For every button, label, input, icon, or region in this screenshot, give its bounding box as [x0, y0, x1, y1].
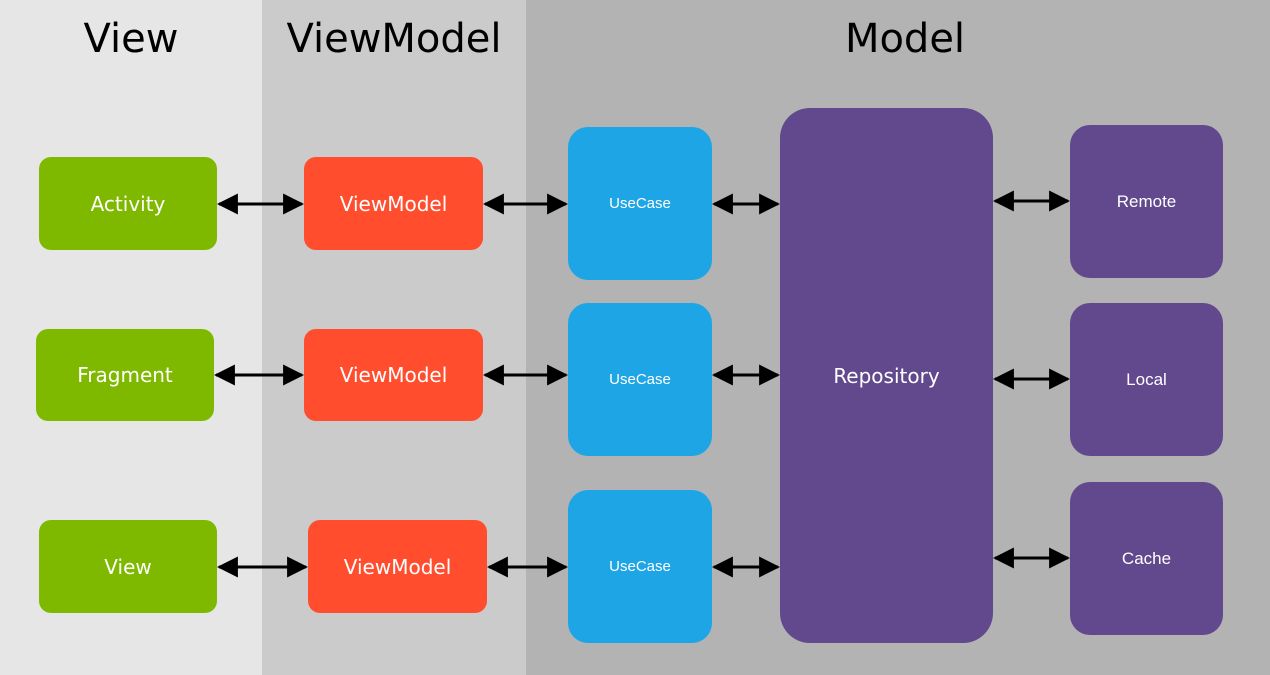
view-node: View [39, 520, 217, 613]
local-node: Local [1070, 303, 1223, 456]
view-lane-title: View [83, 16, 179, 62]
viewmodel-lane-title: ViewModel [286, 16, 502, 62]
usecase-node-2: UseCase [568, 303, 712, 456]
activity-node: Activity [39, 157, 217, 250]
usecase-node-1: UseCase [568, 127, 712, 280]
model-lane-title: Model [844, 16, 966, 62]
usecase-node-3: UseCase [568, 490, 712, 643]
cache-node: Cache [1070, 482, 1223, 635]
viewmodel-node-3: ViewModel [308, 520, 487, 613]
viewmodel-node-2: ViewModel [304, 329, 483, 421]
remote-node: Remote [1070, 125, 1223, 278]
repository-node: Repository [780, 108, 993, 643]
viewmodel-node-1: ViewModel [304, 157, 483, 250]
fragment-node: Fragment [36, 329, 214, 421]
